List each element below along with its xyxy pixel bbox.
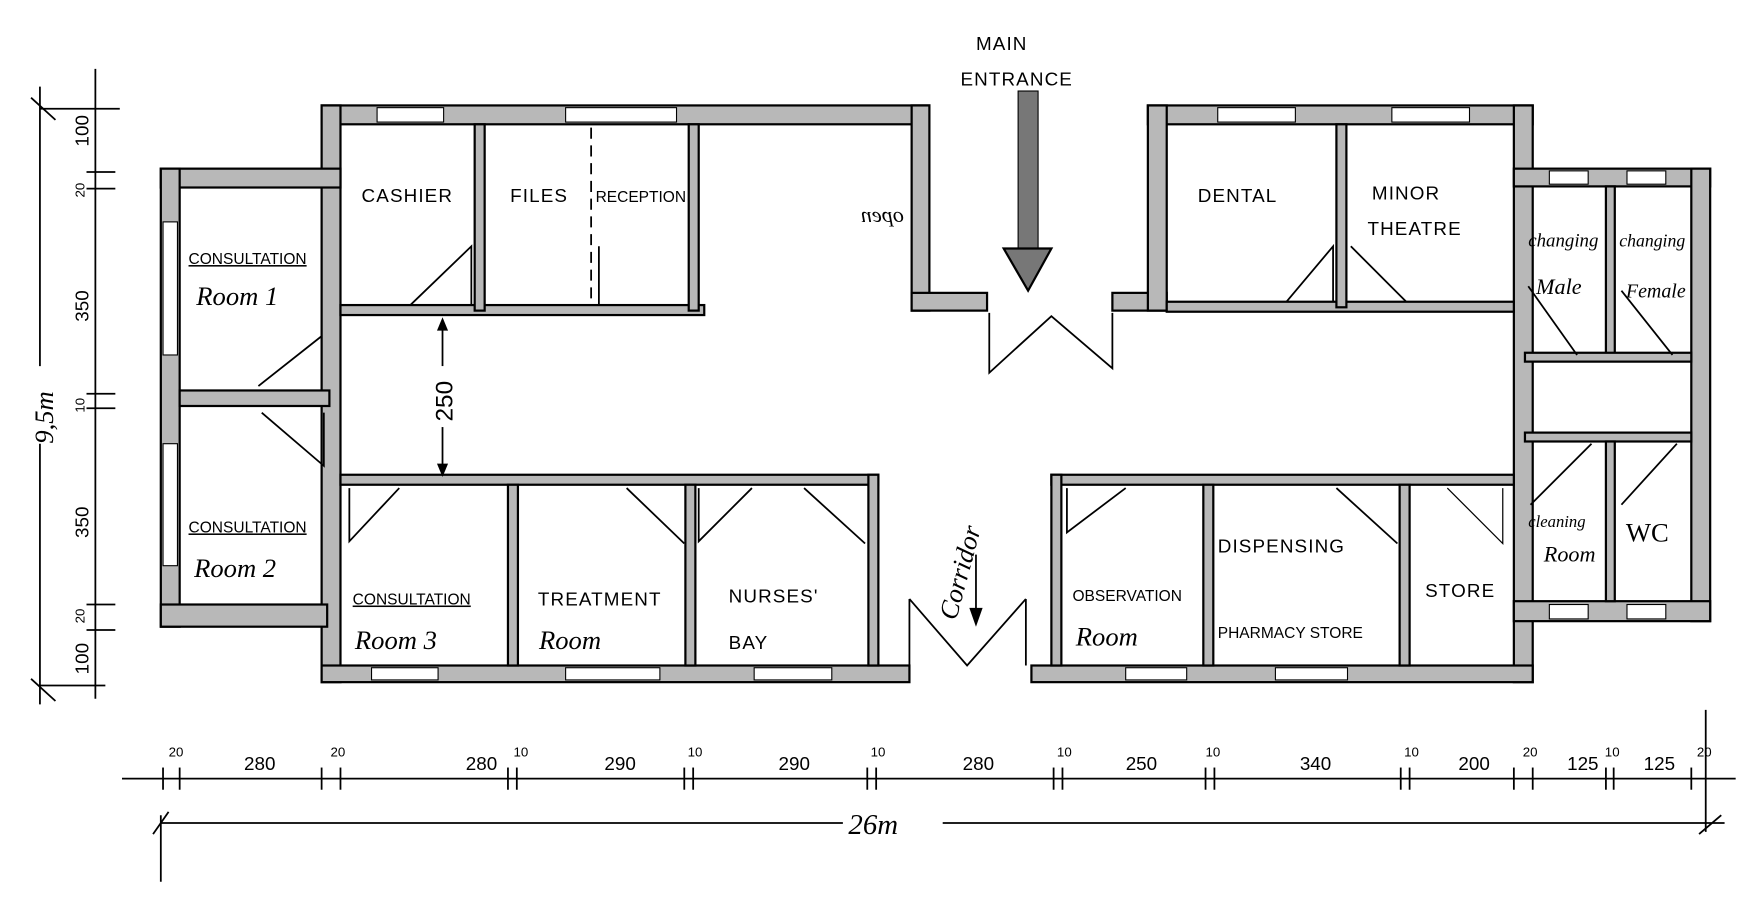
corridor-width-label: 250	[431, 381, 458, 422]
room-cashier: CASHIER	[362, 185, 454, 206]
width-dimension-label: 125	[1644, 753, 1675, 774]
room-store: STORE	[1425, 580, 1495, 601]
room-consultation-3-number: Room 3	[354, 625, 437, 655]
room-consultation-2-number: Room 2	[193, 553, 276, 583]
room-observation-room: Room	[1075, 622, 1138, 652]
total-depth-label: 9,5m	[29, 391, 59, 443]
width-dimension-label: 250	[1126, 753, 1157, 774]
room-files: FILES	[510, 185, 568, 206]
room-changing-female-label: Female	[1625, 280, 1686, 302]
width-dimension-label: 10	[1057, 744, 1072, 759]
corridor-arrow-icon	[969, 554, 983, 627]
room-nurses: NURSES'	[729, 585, 819, 606]
width-dimension-label: 10	[688, 744, 703, 759]
room-pharmacy-store: PHARMACY STORE	[1218, 625, 1363, 642]
room-cleaning: cleaning	[1528, 512, 1585, 531]
room-nurses-bay: BAY	[729, 632, 769, 653]
width-dimension-label: 280	[466, 753, 497, 774]
door-swings	[257, 127, 1678, 667]
depth-dimension-label: 100	[72, 643, 93, 674]
room-consultation-1-number: Room 1	[195, 281, 278, 311]
width-dimension-label: 20	[1523, 744, 1538, 759]
open-note: open	[861, 202, 904, 227]
room-treatment: TREATMENT	[538, 589, 662, 610]
main-entrance-label-line1: MAIN	[976, 33, 1028, 54]
total-width-label: 26m	[848, 809, 898, 841]
width-dimension-label: 280	[244, 753, 275, 774]
width-dimension-label: 10	[1404, 744, 1419, 759]
main-entrance-label-line2: ENTRANCE	[960, 68, 1073, 89]
width-dimension-label: 20	[169, 744, 184, 759]
room-consultation-2: CONSULTATION	[189, 519, 307, 536]
width-dimension-label: 280	[963, 753, 994, 774]
width-dimension-label: 10	[1605, 744, 1620, 759]
vertical-dimension-line	[30, 68, 120, 705]
room-changing-male: changing	[1528, 230, 1598, 251]
depth-dimension-label: 20	[72, 609, 87, 624]
room-minor: MINOR	[1372, 183, 1440, 204]
room-minor-theatre: THEATRE	[1367, 218, 1461, 239]
width-dimension-label: 200	[1458, 753, 1489, 774]
entrance-arrow-icon	[1001, 90, 1054, 293]
depth-dimension-label: 20	[72, 183, 87, 198]
room-observation: OBSERVATION	[1072, 588, 1182, 605]
depth-dimension-label: 100	[72, 115, 93, 146]
depth-dimension-label: 350	[72, 290, 93, 321]
room-consultation-3: CONSULTATION	[353, 592, 471, 609]
room-wc: WC	[1626, 517, 1669, 547]
horizontal-dimension-line	[121, 709, 1736, 882]
width-dimension-label: 290	[779, 753, 810, 774]
corridor-label: Corridor	[933, 521, 987, 622]
width-dimension-label: 20	[330, 744, 345, 759]
width-dimension-label: 290	[604, 753, 635, 774]
walls	[159, 104, 1712, 684]
width-dimension-label: 20	[1697, 744, 1712, 759]
room-changing-male-label: Male	[1535, 274, 1582, 299]
width-dimension-label: 340	[1300, 753, 1331, 774]
width-dimension-label: 10	[871, 744, 886, 759]
room-dental: DENTAL	[1198, 185, 1278, 206]
depth-dimension-label: 10	[72, 398, 87, 413]
room-dispensing: DISPENSING	[1218, 535, 1345, 556]
room-cleaning-room: Room	[1543, 541, 1596, 566]
room-changing-female: changing	[1619, 230, 1685, 250]
width-dimension-label: 10	[513, 744, 528, 759]
width-dimension-label: 10	[1206, 744, 1221, 759]
width-dimension-label: 125	[1567, 753, 1598, 774]
room-treatment-room: Room	[538, 625, 601, 655]
room-consultation-1: CONSULTATION	[189, 251, 307, 268]
room-reception: RECEPTION	[596, 189, 687, 206]
corridor-width-dimension	[436, 317, 449, 477]
depth-dimension-label: 350	[72, 507, 93, 538]
